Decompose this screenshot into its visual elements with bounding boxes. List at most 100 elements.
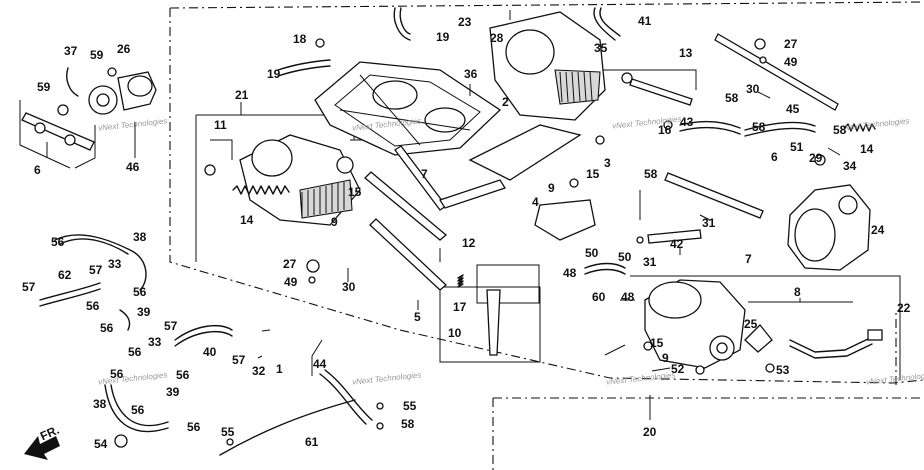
callout-9: 9 <box>662 351 669 365</box>
linkage-plates <box>439 124 773 356</box>
fuel-pipe-8 <box>789 329 883 359</box>
assembly-boundary <box>169 1 924 470</box>
callout-60: 60 <box>592 290 606 304</box>
front-arrow-icon <box>24 436 60 460</box>
callout-25: 25 <box>744 317 758 331</box>
callout-57: 57 <box>89 263 103 277</box>
callout-55: 55 <box>221 425 235 439</box>
callout-15: 15 <box>650 336 664 350</box>
carburetor-body-24 <box>787 184 871 271</box>
callout-56: 56 <box>51 235 65 249</box>
callout-43: 43 <box>680 115 694 129</box>
callout-33: 33 <box>148 335 162 349</box>
carburetor-body-21 <box>239 134 361 226</box>
callout-15: 15 <box>348 185 362 199</box>
callout-50: 50 <box>585 246 599 260</box>
callout-20: 20 <box>643 425 657 439</box>
callout-8: 8 <box>794 285 801 299</box>
callout-35: 35 <box>594 41 608 55</box>
callout-23: 23 <box>458 15 472 29</box>
callout-54: 54 <box>94 437 108 451</box>
callout-5: 5 <box>414 310 421 324</box>
hoses <box>39 7 816 456</box>
callout-52: 52 <box>671 362 685 376</box>
callout-56: 56 <box>131 403 145 417</box>
callout-17: 17 <box>453 300 467 314</box>
callout-56: 56 <box>128 345 142 359</box>
carburetor-body-22 <box>644 279 746 369</box>
callout-32: 32 <box>252 364 266 378</box>
callout-62: 62 <box>58 268 72 282</box>
carburetor-box-22 <box>630 275 901 380</box>
callout-55: 55 <box>403 399 417 413</box>
air-chamber-36 <box>314 61 502 156</box>
callout-39: 39 <box>166 385 180 399</box>
callout-4: 4 <box>532 195 539 209</box>
springs <box>232 123 876 288</box>
callout-57: 57 <box>232 353 246 367</box>
fuel-pump-46 <box>66 67 157 115</box>
linkage-box-10 <box>439 286 541 363</box>
callout-45: 45 <box>786 102 800 116</box>
carburetor-body-23 <box>489 11 606 121</box>
callout-9: 9 <box>331 215 338 229</box>
callout-15: 15 <box>586 167 600 181</box>
callout-36: 36 <box>464 67 478 81</box>
callout-58: 58 <box>725 91 739 105</box>
callout-48: 48 <box>621 290 635 304</box>
callout-31: 31 <box>702 216 716 230</box>
callout-6: 6 <box>34 163 41 177</box>
callout-56: 56 <box>100 321 114 335</box>
callout-21: 21 <box>235 88 249 102</box>
callout-6: 6 <box>771 150 778 164</box>
callout-38: 38 <box>93 397 107 411</box>
callout-56: 56 <box>86 299 100 313</box>
fasteners <box>57 38 826 448</box>
callout-46: 46 <box>126 160 140 174</box>
callout-26: 26 <box>117 42 131 56</box>
callout-51: 51 <box>790 140 804 154</box>
callout-30: 30 <box>342 280 356 294</box>
callout-58: 58 <box>752 120 766 134</box>
callout-50: 50 <box>618 250 632 264</box>
callout-58: 58 <box>401 417 415 431</box>
callout-19: 19 <box>267 67 281 81</box>
callout-59: 59 <box>37 80 51 94</box>
callout-19: 19 <box>436 30 450 44</box>
leader-lines <box>46 10 841 420</box>
callout-48: 48 <box>563 266 577 280</box>
callout-14: 14 <box>240 213 254 227</box>
callout-53: 53 <box>776 363 790 377</box>
callout-10: 10 <box>448 326 462 340</box>
callout-27: 27 <box>784 37 798 51</box>
callout-11: 11 <box>214 118 227 132</box>
bracket-11 <box>210 139 233 160</box>
callout-12: 12 <box>462 236 476 250</box>
shafts <box>364 33 839 291</box>
callout-58: 58 <box>644 167 658 181</box>
callout-49: 49 <box>784 55 798 69</box>
callout-16: 16 <box>658 123 672 137</box>
callout-27: 27 <box>283 257 297 271</box>
callout-56: 56 <box>176 368 190 382</box>
callout-57: 57 <box>164 319 178 333</box>
callout-41: 41 <box>638 14 652 28</box>
callout-49: 49 <box>284 275 298 289</box>
callout-42: 42 <box>670 237 684 251</box>
callout-37: 37 <box>64 44 78 58</box>
callout-56: 56 <box>133 285 147 299</box>
callout-30: 30 <box>746 82 760 96</box>
callout-24: 24 <box>871 223 885 237</box>
callout-57: 57 <box>22 280 36 294</box>
callout-56: 56 <box>187 420 201 434</box>
callout-39: 39 <box>137 305 151 319</box>
linkage-box-17 <box>476 264 540 304</box>
callout-28: 28 <box>490 31 504 45</box>
callout-44: 44 <box>313 357 327 371</box>
callout-22: 22 <box>897 301 911 315</box>
callout-1: 1 <box>276 362 283 376</box>
fuel-joint-6 <box>19 100 96 169</box>
callout-61: 61 <box>305 435 319 449</box>
